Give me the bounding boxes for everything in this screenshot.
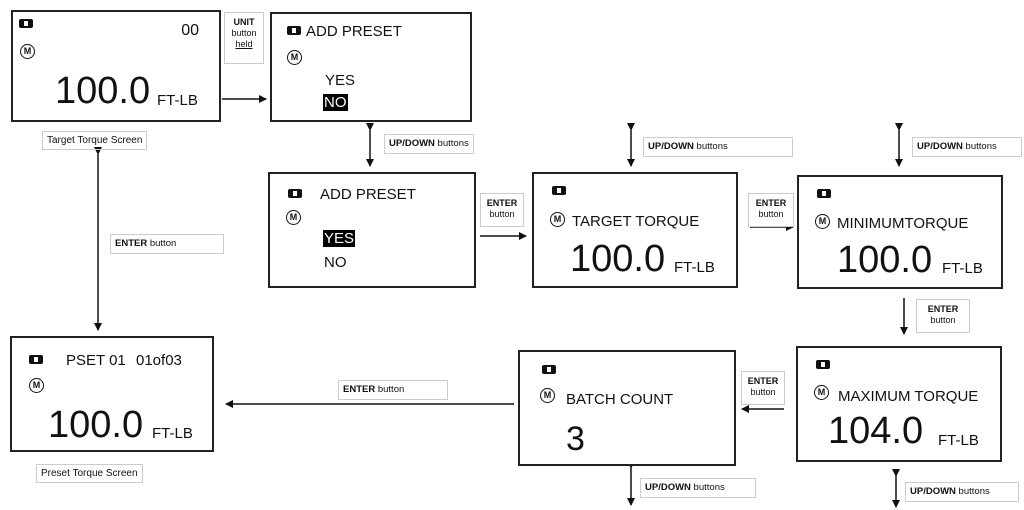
- mode-icon: M: [550, 212, 565, 227]
- target-torque-screen: M 00 100.0 FT-LB: [11, 10, 221, 122]
- battery-icon: [287, 26, 301, 35]
- mode-icon: M: [814, 385, 829, 400]
- label-updown-target: UP/DOWN buttons: [643, 137, 793, 157]
- preset-counter: 00: [181, 22, 199, 39]
- label-enter-main: ENTER button: [110, 234, 224, 254]
- screen-title: ADD PRESET: [306, 23, 402, 40]
- torque-value: 100.0: [570, 238, 666, 280]
- torque-value: 100.0: [837, 239, 933, 281]
- target-torque-entry-screen: M TARGET TORQUE 100.0 FT-LB: [532, 172, 738, 288]
- option-yes-selected: YES: [323, 230, 356, 247]
- caption-preset-torque-screen: Preset Torque Screen: [36, 464, 143, 483]
- mode-icon: M: [815, 214, 830, 229]
- label-updown-maximum: UP/DOWN buttons: [905, 482, 1019, 502]
- option-no-selected: NO: [323, 94, 348, 111]
- label-updown-add-preset: UP/DOWN buttons: [384, 134, 474, 154]
- battery-icon: [816, 360, 830, 369]
- label-updown-minimum: UP/DOWN buttons: [912, 137, 1022, 157]
- screen-title: ADD PRESET: [320, 186, 416, 203]
- preset-number: PSET 01: [66, 352, 126, 369]
- battery-icon: [19, 19, 33, 28]
- battery-icon: [29, 355, 43, 364]
- label-updown-batch: UP/DOWN buttons: [640, 478, 756, 498]
- battery-icon: [552, 186, 566, 195]
- torque-unit: FT-LB: [157, 92, 198, 109]
- label-unit-button-held: UNIT button held: [224, 12, 264, 64]
- battery-icon: [817, 189, 831, 198]
- option-no: NO: [324, 254, 347, 271]
- mode-icon: M: [29, 378, 44, 393]
- battery-icon: [288, 189, 302, 198]
- torque-value: 104.0: [828, 410, 924, 452]
- torque-unit: FT-LB: [674, 259, 715, 276]
- add-preset-yes-screen: ADD PRESET M YES NO: [268, 172, 476, 288]
- caption-target-torque-screen: Target Torque Screen: [42, 131, 148, 150]
- screen-title: BATCH COUNT: [566, 391, 674, 408]
- preset-index: 01of03: [136, 352, 182, 369]
- maximum-torque-screen: M MAXIMUM TORQUE 104.0 FT-LB: [796, 346, 1002, 462]
- screen-title: TARGET TORQUE: [572, 213, 700, 230]
- torque-value: 100.0: [55, 70, 151, 112]
- preset-torque-screen: PSET 01 01of03 M 100.0 FT-LB: [10, 336, 214, 452]
- add-preset-no-screen: ADD PRESET M YES NO: [270, 12, 472, 122]
- mode-icon: M: [286, 210, 301, 225]
- torque-value: 100.0: [48, 404, 144, 446]
- minimum-torque-screen: M MINIMUMTORQUE 100.0 FT-LB: [797, 175, 1003, 289]
- mode-icon: M: [540, 388, 555, 403]
- torque-unit: FT-LB: [152, 425, 193, 442]
- batch-count-screen: M BATCH COUNT 3: [518, 350, 736, 466]
- mode-icon: M: [287, 50, 302, 65]
- label-enter-preset: ENTER button: [338, 380, 448, 400]
- torque-unit: FT-LB: [942, 260, 983, 277]
- screen-title: MAXIMUM TORQUE: [838, 388, 979, 405]
- mode-icon: M: [20, 44, 35, 59]
- option-yes: YES: [325, 72, 356, 89]
- batch-count-value: 3: [566, 420, 585, 458]
- battery-icon: [542, 365, 556, 374]
- screen-title: MINIMUMTORQUE: [837, 215, 969, 232]
- torque-unit: FT-LB: [938, 432, 979, 449]
